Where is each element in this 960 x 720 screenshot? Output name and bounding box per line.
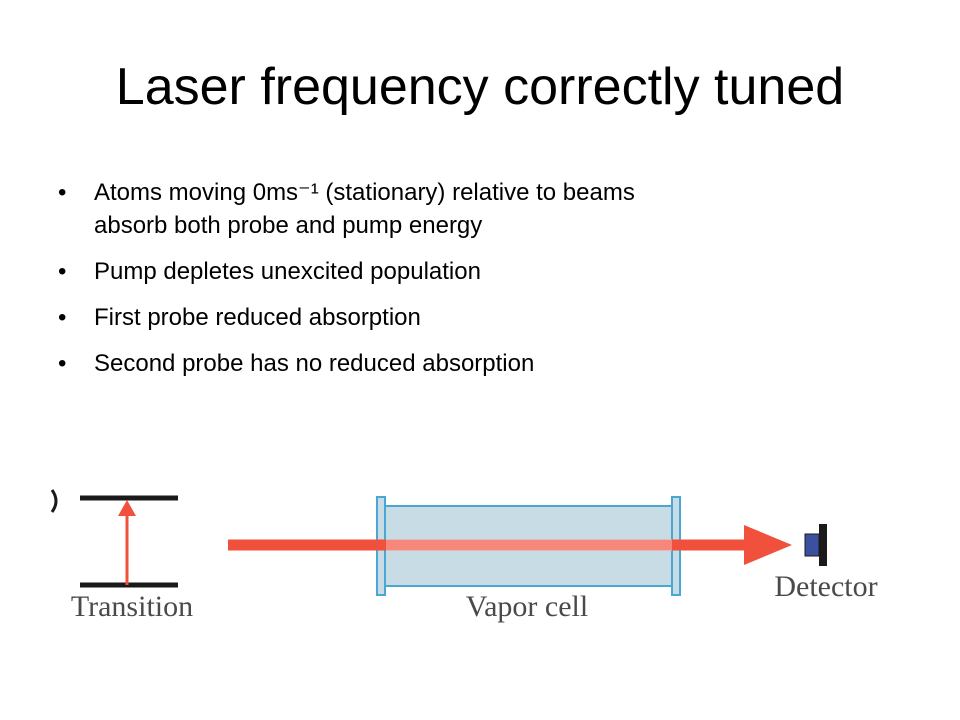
slide-title: Laser frequency correctly tuned <box>115 58 845 116</box>
bullet-text: Pump depletes unexcited population <box>94 258 481 285</box>
bullet-list: • Atoms moving 0ms⁻¹ (stationary) relati… <box>58 176 858 393</box>
bullet-item: • Pump depletes unexcited population <box>58 255 858 288</box>
bullet-text-continued: absorb both probe and pump energy <box>94 212 483 239</box>
bullet-item: • Atoms moving 0ms⁻¹ (stationary) relati… <box>58 176 858 242</box>
detector-sensor <box>804 533 820 557</box>
detector-label: Detector <box>774 570 877 603</box>
bullet-text: Second probe has no reduced absorption <box>94 350 535 377</box>
bullet-marker: • <box>58 350 67 377</box>
bullet-marker: • <box>58 179 67 206</box>
beam-in-cell-overlay <box>386 539 672 551</box>
bullet-marker: • <box>58 304 67 331</box>
saturated-absorption-diagram: Transition Vapor cell Detector <box>50 489 878 623</box>
vapor-cell-label: Vapor cell <box>466 590 588 623</box>
bullet-text: Atoms moving 0ms⁻¹ (stationary) relative… <box>94 179 635 206</box>
bullet-marker: • <box>58 258 67 285</box>
beam-arrow-head <box>744 525 792 565</box>
bullet-item: • Second probe has no reduced absorption <box>58 347 858 380</box>
transition-arrow-head <box>118 500 136 516</box>
transition-label: Transition <box>71 590 193 623</box>
bullet-item: • First probe reduced absorption <box>58 301 858 334</box>
bullet-text: First probe reduced absorption <box>94 304 421 331</box>
detector-housing <box>819 524 827 566</box>
ket-bracket-fragment <box>50 489 58 513</box>
